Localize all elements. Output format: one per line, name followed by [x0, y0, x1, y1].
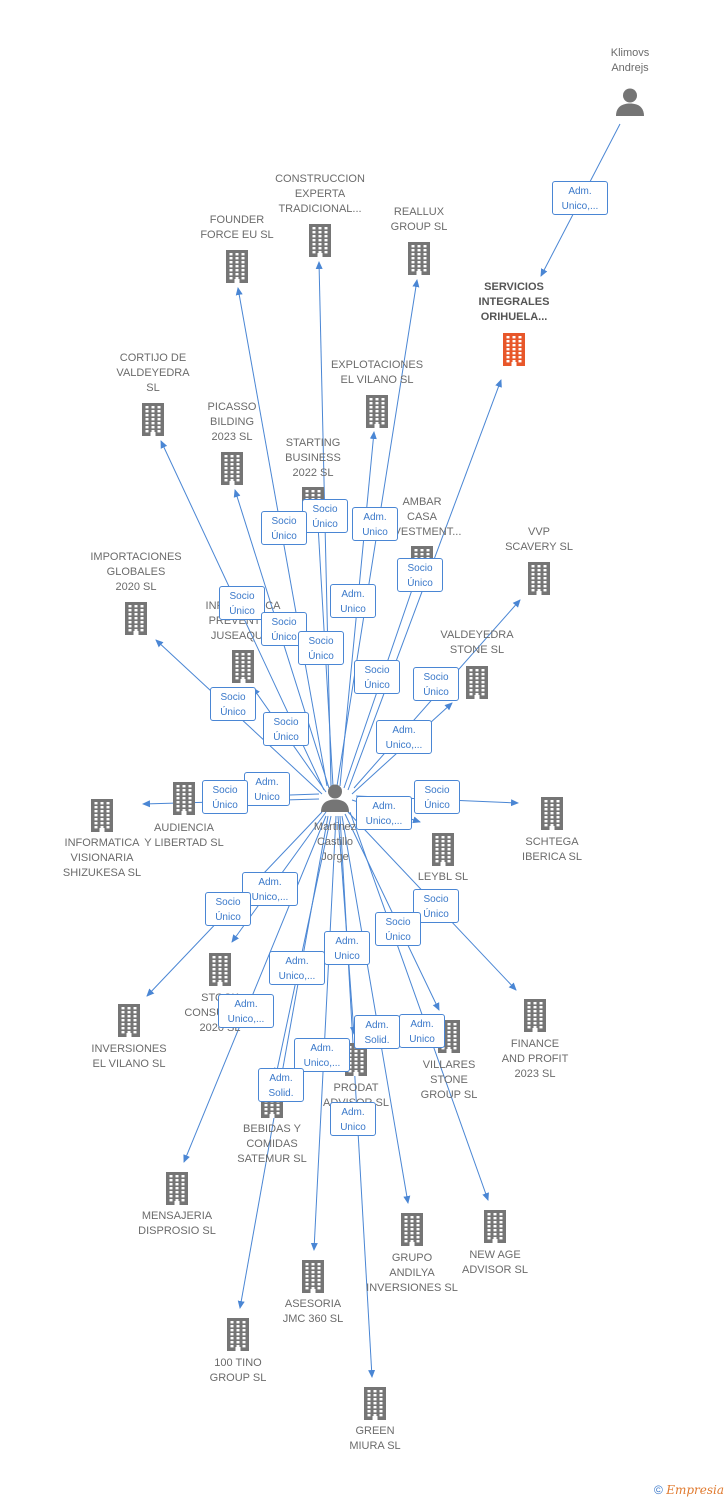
building-icon[interactable] — [228, 649, 258, 688]
role-badge-informatica_vis[interactable]: Socio Único — [202, 780, 248, 814]
person-icon[interactable] — [615, 87, 645, 122]
person-icon[interactable] — [320, 783, 350, 818]
node-label-bebidas[interactable]: BEBIDAS Y COMIDAS SATEMUR SL — [237, 1123, 307, 1165]
node-label-mensajeria[interactable]: MENSAJERIA DISPROSIO SL — [138, 1210, 216, 1237]
role-badge-tino[interactable]: Adm. Solid. — [258, 1068, 304, 1102]
node-label-new_age[interactable]: NEW AGE ADVISOR SL — [461, 1249, 529, 1276]
building-icon[interactable] — [217, 451, 247, 490]
node-label-grupo_andilya[interactable]: GRUPO ANDILYA INVERSIONES SL — [366, 1252, 458, 1294]
role-badge-villares[interactable]: Socio Único — [375, 912, 421, 946]
node-label-cortijo[interactable]: CORTIJO DE VALDEYEDRA SL — [116, 352, 190, 394]
node-label-martinez[interactable]: Martinez Castillo Jorge — [313, 821, 357, 863]
role-badge-inversiones_vilano[interactable]: Socio Único — [205, 892, 251, 926]
node-label-informatica_vis[interactable]: INFORMATICA VISIONARIA SHIZUKESA SL — [62, 837, 142, 879]
building-icon[interactable] — [499, 332, 529, 371]
building-icon[interactable] — [537, 796, 567, 835]
node-label-valdeyedra[interactable]: VALDEYEDRA STONE SL — [440, 629, 514, 656]
node-label-servicios[interactable]: SERVICIOS INTEGRALES ORIHUELA... — [478, 281, 550, 323]
node-label-asesoria[interactable]: ASESORIA JMC 360 SL — [282, 1298, 344, 1325]
role-badge-importaciones[interactable]: Socio Único — [210, 687, 256, 721]
node-label-inversiones_vilano[interactable]: INVERSIONES EL VILANO SL — [91, 1043, 167, 1070]
role-badge-schtega[interactable]: Socio Único — [414, 780, 460, 814]
building-icon[interactable] — [404, 241, 434, 280]
copyright-symbol: © — [654, 1483, 663, 1497]
role-badge-vvp[interactable]: Socio Único — [413, 667, 459, 701]
role-badge-servicios[interactable]: Socio Único — [397, 558, 443, 592]
edge-martinez-mensajeria — [183, 815, 327, 1163]
building-icon[interactable] — [462, 665, 492, 704]
node-label-founder[interactable]: FOUNDER FORCE EU SL — [200, 214, 274, 241]
role-badge-starting[interactable]: Socio Único — [298, 631, 344, 665]
building-icon[interactable] — [169, 781, 199, 820]
edge-martinez-bebidas — [274, 815, 332, 1076]
node-label-construccion[interactable]: CONSTRUCCION EXPERTA TRADICIONAL... — [275, 173, 365, 215]
role-badge-servicios[interactable]: Adm. Unico,... — [552, 181, 608, 215]
role-badge-audiencia[interactable]: Adm. Unico — [244, 772, 290, 806]
node-label-schtega[interactable]: SCHTEGA IBERICA SL — [522, 836, 582, 863]
building-icon[interactable] — [298, 1259, 328, 1298]
node-label-reallux[interactable]: REALLUX GROUP SL — [390, 206, 448, 233]
building-icon[interactable] — [222, 249, 252, 288]
role-badge-grupo_andilya[interactable]: Adm. Solid. — [354, 1015, 400, 1049]
node-label-ambar[interactable]: AMBAR CASA INVESTMENT... — [382, 496, 462, 538]
node-label-importaciones[interactable]: IMPORTACIONES GLOBALES 2020 SL — [90, 551, 182, 593]
role-badge-informatica_prev[interactable]: Socio Único — [263, 712, 309, 746]
node-label-audiencia[interactable]: AUDIENCIA Y LIBERTAD SL — [144, 822, 224, 849]
role-badge-green[interactable]: Adm. Unico — [330, 1102, 376, 1136]
edge-martinez-green — [339, 815, 376, 1378]
role-badge-reallux[interactable]: Adm. Unico — [352, 507, 398, 541]
building-icon[interactable] — [524, 561, 554, 600]
edge-martinez-asesoria — [310, 815, 337, 1251]
building-icon[interactable] — [114, 1003, 144, 1042]
building-icon[interactable] — [138, 402, 168, 441]
node-label-tino[interactable]: 100 TINO GROUP SL — [209, 1357, 267, 1384]
building-icon[interactable] — [428, 832, 458, 871]
edge-martinez-tino — [237, 815, 329, 1309]
brand-name: Empresia — [666, 1483, 724, 1497]
building-icon[interactable] — [305, 223, 335, 262]
building-icon[interactable] — [362, 394, 392, 433]
role-badge-ambar[interactable]: Socio Único — [354, 660, 400, 694]
role-badge-stock[interactable]: Adm. Unico,... — [242, 872, 298, 906]
role-badge-prodat[interactable]: Adm. Unico — [324, 931, 370, 965]
role-badge-leybl[interactable]: Adm. Unico,... — [356, 796, 412, 830]
node-label-finance[interactable]: FINANCE AND PROFIT 2023 SL — [501, 1038, 569, 1080]
building-icon[interactable] — [480, 1209, 510, 1248]
building-icon[interactable] — [121, 601, 151, 640]
building-icon[interactable] — [162, 1171, 192, 1210]
role-badge-mensajeria[interactable]: Adm. Unico,... — [218, 994, 274, 1028]
node-label-green[interactable]: GREEN MIURA SL — [349, 1425, 401, 1452]
node-label-villares[interactable]: VILLARES STONE GROUP SL — [420, 1059, 478, 1101]
edge-martinez-new_age — [349, 811, 489, 1201]
role-badge-explotaciones[interactable]: Adm. Unico — [330, 584, 376, 618]
building-icon[interactable] — [223, 1317, 253, 1356]
building-icon[interactable] — [205, 952, 235, 991]
node-label-vvp[interactable]: VVP SCAVERY SL — [505, 526, 573, 553]
edge-martinez-grupo_andilya — [341, 815, 411, 1204]
node-label-klimovs[interactable]: Klimovs Andrejs — [610, 47, 650, 74]
role-badge-bebidas[interactable]: Adm. Unico,... — [269, 951, 325, 985]
node-label-starting[interactable]: STARTING BUSINESS 2022 SL — [285, 437, 341, 479]
role-badge-founder[interactable]: Socio Único — [219, 586, 265, 620]
role-badge-construccion[interactable]: Socio Único — [302, 499, 348, 533]
footer-brand: © Empresia — [654, 1483, 724, 1497]
role-badge-picasso[interactable]: Socio Único — [261, 511, 307, 545]
role-badge-new_age[interactable]: Adm. Unico — [399, 1014, 445, 1048]
building-icon[interactable] — [341, 1042, 371, 1081]
building-icon[interactable] — [520, 998, 550, 1037]
node-label-leybl[interactable]: LEYBL SL — [417, 871, 469, 883]
role-badge-asesoria[interactable]: Adm. Unico,... — [294, 1038, 350, 1072]
role-badge-valdeyedra[interactable]: Adm. Unico,... — [376, 720, 432, 754]
building-icon[interactable] — [360, 1386, 390, 1425]
building-icon[interactable] — [87, 798, 117, 837]
node-label-explotaciones[interactable]: EXPLOTACIONES EL VILANO SL — [330, 359, 424, 386]
building-icon[interactable] — [397, 1212, 427, 1251]
node-label-picasso[interactable]: PICASSO BILDING 2023 SL — [207, 401, 257, 443]
